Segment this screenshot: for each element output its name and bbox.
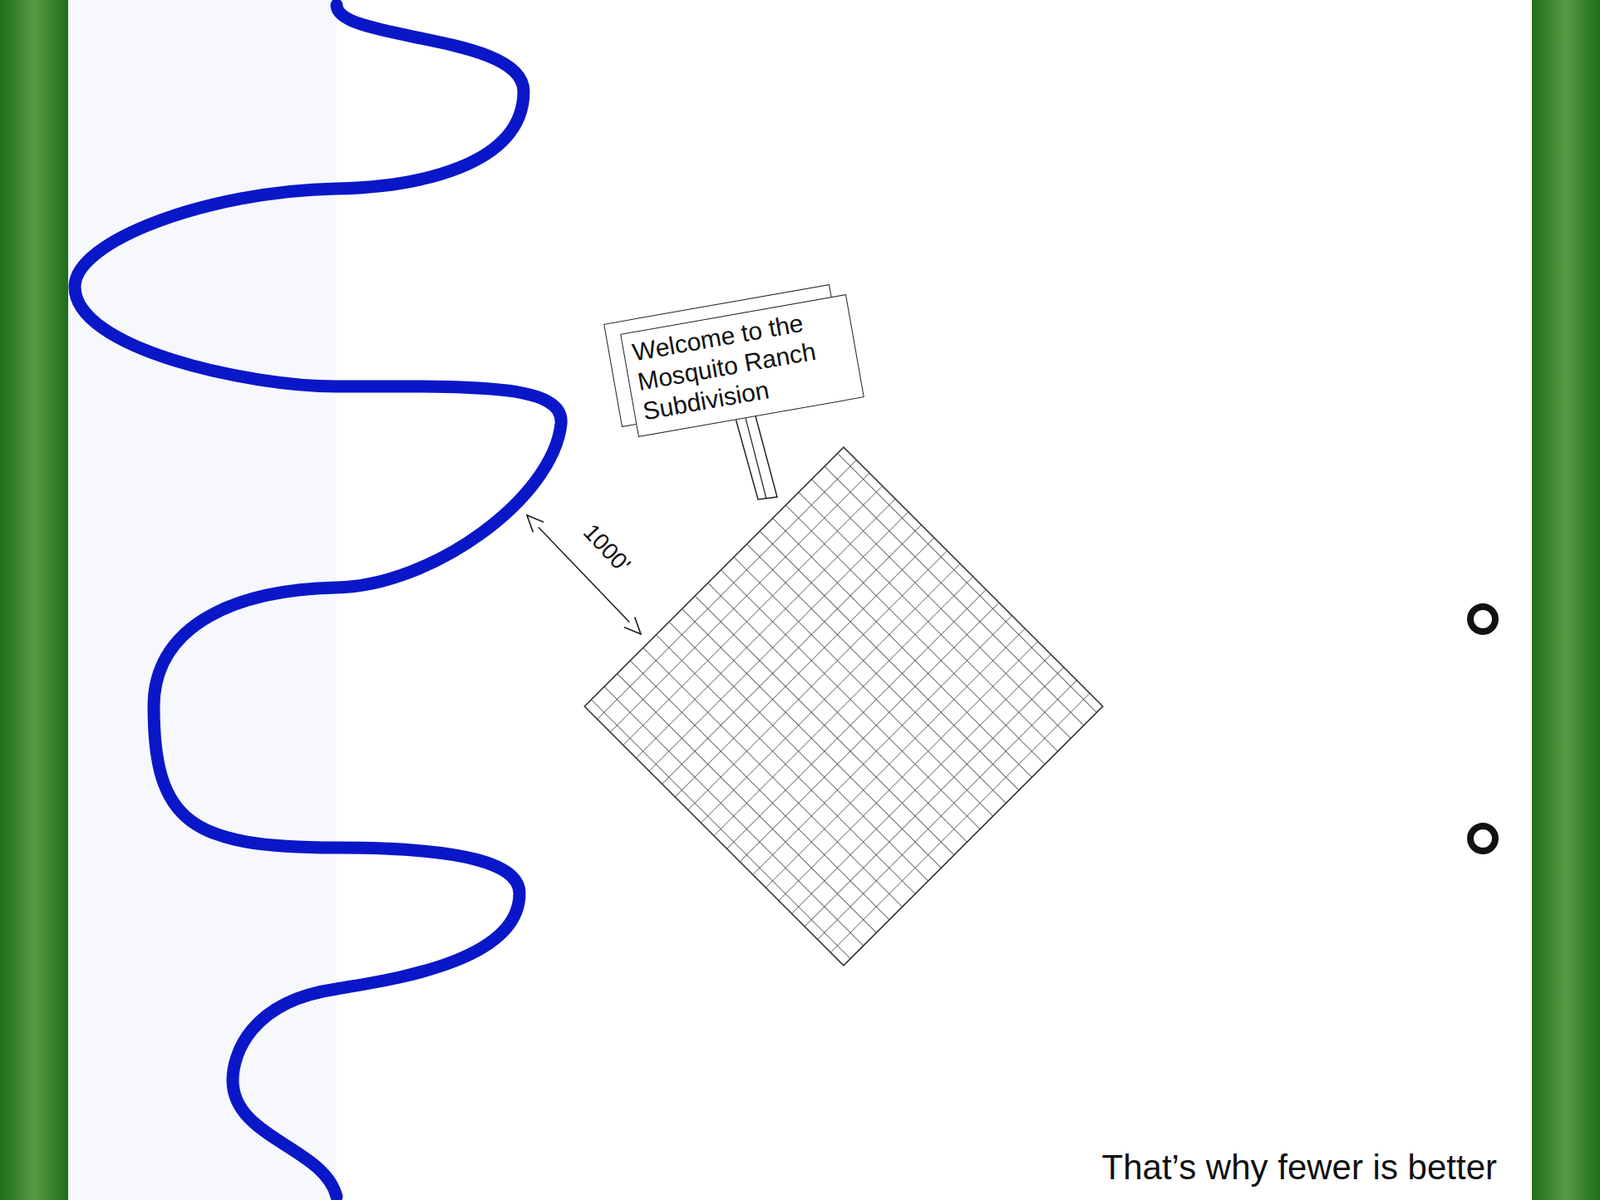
dimension-arrow <box>526 515 641 635</box>
bullet <box>1470 606 1496 632</box>
bullet <box>1470 826 1496 852</box>
floodplain <box>68 0 337 1200</box>
dimension-label: 1000' <box>576 517 637 580</box>
side-bar <box>1531 0 1600 1200</box>
side-bar <box>0 0 69 1200</box>
river <box>74 4 562 1197</box>
sign-post <box>734 413 778 500</box>
caption-note: That’s why fewer is better <box>1102 1147 1497 1188</box>
subdivision-grid <box>584 447 1103 966</box>
